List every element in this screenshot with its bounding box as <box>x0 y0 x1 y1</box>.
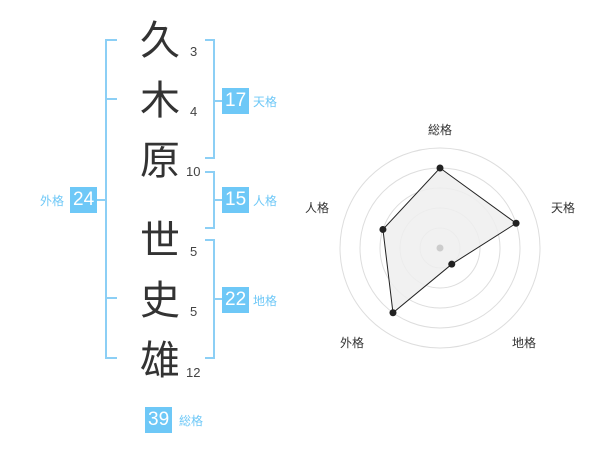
name-char-2: 木 <box>140 78 180 124</box>
stroke-count-4: 5 <box>190 244 198 259</box>
radar-axis-label-chikaku: 地格 <box>512 336 537 350</box>
gaikaku-value-badge: 24 <box>70 187 98 213</box>
radar-point-4 <box>389 309 397 317</box>
radar-point-5 <box>379 225 387 233</box>
radar-axis-label-tenkaku: 天格 <box>551 201 576 215</box>
radar-axis-label-soukaku: 総格 <box>428 123 453 137</box>
radar-center-dot <box>436 244 444 252</box>
jinkaku-value-badge: 15 <box>222 187 250 213</box>
soukaku-value-badge: 39 <box>145 407 173 433</box>
radar-axis-label-gaikaku: 外格 <box>340 336 365 350</box>
stroke-count-1: 3 <box>190 44 198 59</box>
soukaku-label: 総格 <box>179 414 204 428</box>
radar-point-1 <box>436 164 444 172</box>
chikaku-value-badge: 22 <box>222 287 250 313</box>
radar-axis-label-jinkaku: 人格 <box>305 201 330 215</box>
stroke-count-5: 5 <box>190 304 198 319</box>
radar-point-2 <box>512 219 520 227</box>
chikaku-label: 地格 <box>253 294 278 308</box>
jinkaku-label: 人格 <box>253 194 278 208</box>
tenkaku-bracket <box>205 39 215 159</box>
tenkaku-value-badge: 17 <box>222 88 250 114</box>
gaikaku-label: 外格 <box>40 194 65 208</box>
stroke-count-6: 12 <box>186 365 201 380</box>
radar-point-3 <box>448 260 456 268</box>
name-char-1: 久 <box>140 18 180 64</box>
name-char-6: 雄 <box>140 338 180 384</box>
stroke-count-2: 4 <box>190 104 198 119</box>
stroke-count-3: 10 <box>186 164 201 179</box>
radar-series-polygon <box>382 167 517 314</box>
name-char-5: 史 <box>140 278 180 324</box>
name-char-4: 世 <box>140 218 180 264</box>
tenkaku-label: 天格 <box>253 95 278 109</box>
name-char-3: 原 <box>140 138 180 184</box>
